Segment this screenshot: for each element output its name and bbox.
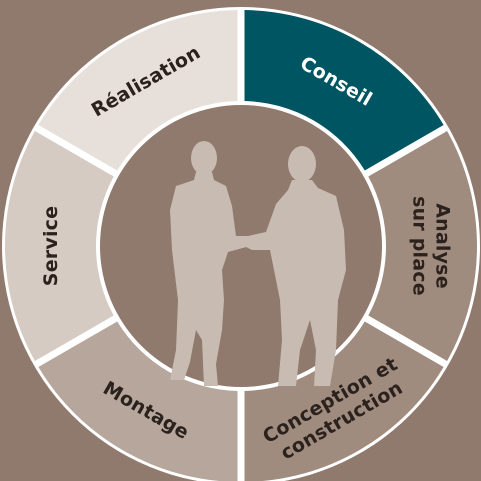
segment-service	[5, 131, 114, 361]
segment-label-line: sur place	[409, 196, 431, 296]
segment-conception	[244, 321, 444, 481]
left-person-body	[170, 172, 250, 386]
segment-realisation	[38, 10, 238, 171]
right-person-body	[240, 180, 346, 386]
segment-label-service: Service	[40, 206, 62, 286]
segment-label-line: Analyse	[432, 203, 454, 289]
handshake-silhouette-icon	[170, 141, 346, 386]
segment-montage	[38, 321, 238, 481]
right-person-head	[288, 146, 316, 182]
left-person-head	[191, 141, 217, 175]
segment-analyse	[368, 131, 478, 361]
segment-conseil	[244, 10, 444, 171]
segment-label-line: Service	[40, 206, 62, 286]
